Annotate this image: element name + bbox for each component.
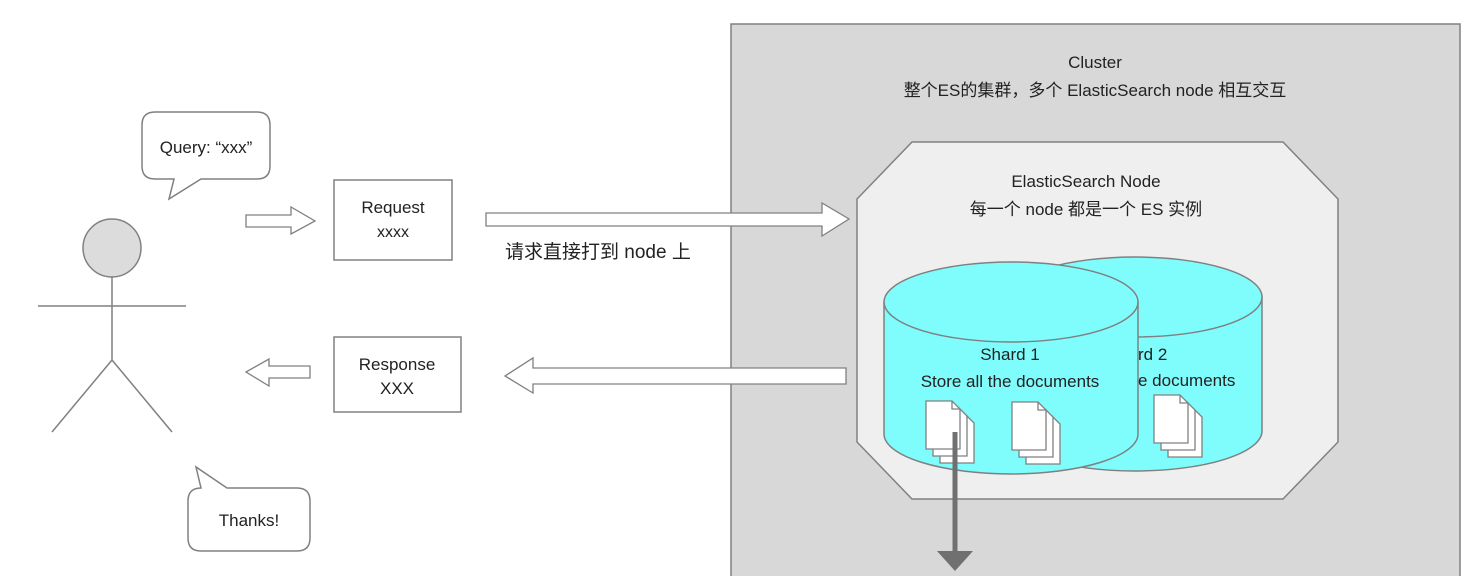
node-title: ElasticSearch Node (1011, 172, 1160, 191)
node-to-response-arrow-icon (503, 356, 847, 395)
shard-1-title: Shard 1 (980, 345, 1040, 364)
shard-2-subtitle: e documents (1138, 371, 1235, 390)
response-value: XXX (380, 379, 414, 398)
request-arrow-label: 请求直接打到 node 上 (505, 241, 691, 263)
cluster-subtitle: 整个ES的集群，多个 ElasticSearch node 相互交互 (904, 81, 1287, 100)
user-stick-figure-icon (38, 218, 186, 433)
query-speech-bubble: Query: “xxx” (141, 111, 271, 201)
shard-1-subtitle: Store all the documents (921, 372, 1100, 391)
thanks-speech-bubble: Thanks! (187, 465, 311, 552)
shard-1-top (883, 261, 1139, 343)
shard-2-title: rd 2 (1138, 345, 1167, 364)
thanks-text: Thanks! (219, 511, 279, 530)
response-label: Response (359, 355, 436, 374)
response-to-user-arrow-icon (244, 357, 311, 388)
down-arrow-icon (937, 432, 973, 571)
user-to-request-arrow-icon (245, 205, 317, 236)
request-box: Request xxxx (333, 179, 453, 261)
node-subtitle: 每一个 node 都是一个 ES 实例 (970, 200, 1202, 219)
request-to-node-arrow-icon (485, 201, 851, 238)
request-label: Request (361, 198, 425, 217)
shard-1 (883, 261, 1139, 475)
request-value: xxxx (377, 224, 409, 241)
response-box: Response XXX (333, 336, 462, 413)
cluster-title: Cluster (1068, 53, 1122, 72)
query-text: Query: “xxx” (160, 138, 253, 157)
